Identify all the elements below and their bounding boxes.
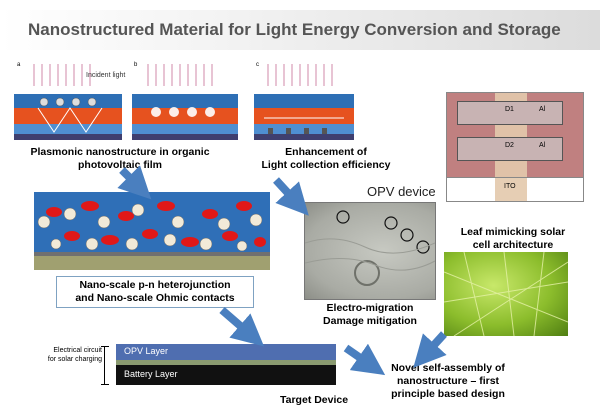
- electro-migration-line1: Electro-migration: [326, 302, 414, 314]
- nano-scale-caption-line2: and Nano-scale Ohmic contacts: [75, 292, 235, 304]
- nanostructure-film: [34, 192, 270, 270]
- leaf-caption: Leaf mimicking solar cell architecture: [438, 226, 588, 252]
- plasmonic-panel-a: [14, 62, 122, 148]
- label-al2: Al: [539, 142, 546, 149]
- label-d2: D2: [505, 142, 514, 149]
- circuit-bracket-top: [101, 346, 109, 347]
- circuit-caption-line1: Electrical circuit: [53, 347, 102, 354]
- panel-b-letter: b: [134, 62, 138, 68]
- electro-migration-caption: Electro-migration Damage mitigation: [306, 302, 434, 328]
- page-title: Nanostructured Material for Light Energy…: [28, 20, 561, 39]
- arrow-leaf-to-novel: [413, 331, 447, 368]
- leaf-image: [443, 251, 569, 337]
- battery-layer-label: Battery Layer: [124, 369, 178, 379]
- device-grid: D1 Al D2 Al ITO: [446, 92, 584, 202]
- enhancement-caption: Enhancement of Light collection efficien…: [236, 146, 416, 172]
- device-row-2: [457, 137, 563, 161]
- battery-layer: Battery Layer: [116, 365, 336, 385]
- arrow-target-to-novel: [343, 343, 386, 376]
- arrow-plasmonic-to-film: [117, 165, 152, 200]
- novel-caption: Novel self-assembly of nanostructure – f…: [378, 362, 518, 401]
- leaf-caption-line2: cell architecture: [472, 239, 554, 251]
- opv-layer: OPV Layer: [116, 344, 336, 360]
- target-device-label: Target Device: [280, 394, 349, 406]
- enhancement-caption-line1: Enhancement of: [285, 146, 367, 158]
- circuit-caption: Electrical circuit for solar charging: [2, 346, 102, 364]
- plasmonic-panel-b: [132, 62, 238, 148]
- microscope-image-features: [304, 210, 436, 286]
- panel-c-letter: c: [256, 62, 259, 68]
- label-al1: Al: [539, 106, 546, 113]
- nanostructure-film-diagram: [34, 192, 270, 270]
- arrow-enhancement-to-opv: [273, 177, 309, 216]
- incident-light-label: Incident light: [86, 72, 126, 79]
- panel-a-letter: a: [17, 62, 21, 68]
- microscope-image: [304, 202, 436, 300]
- separator-layer: [116, 360, 336, 365]
- novel-caption-line2: nanostructure – first: [396, 375, 500, 387]
- grid-divider: [447, 177, 583, 178]
- arrow-nano-to-target: [219, 306, 265, 347]
- panel-b-diagram: [132, 64, 238, 140]
- enhancement-caption-line2: Light collection efficiency: [261, 159, 391, 171]
- device-row-1: [457, 101, 563, 125]
- novel-caption-line3: principle based design: [391, 388, 505, 400]
- plasmonic-panel-c: [254, 62, 354, 148]
- panel-a-diagram: [14, 64, 122, 140]
- nano-scale-caption: Nano-scale p-n heterojunction and Nano-s…: [56, 276, 254, 308]
- leaf-caption-line1: Leaf mimicking solar: [460, 226, 566, 238]
- title-bar: [0, 10, 600, 50]
- circuit-bracket-line: [104, 346, 105, 384]
- label-d1: D1: [505, 106, 514, 113]
- electro-migration-line2: Damage mitigation: [323, 315, 417, 327]
- opv-device-label: OPV device: [367, 184, 436, 199]
- label-ito: ITO: [504, 183, 516, 190]
- nano-scale-caption-line1: Nano-scale p-n heterojunction: [79, 279, 231, 291]
- circuit-caption-line2: for solar charging: [47, 356, 102, 363]
- opv-layer-label: OPV Layer: [124, 346, 169, 356]
- panel-c-diagram: [254, 64, 354, 140]
- leaf-veins: [443, 251, 569, 337]
- circuit-bracket-bottom: [101, 384, 109, 385]
- plasmonic-caption-line1: Plasmonic nanostructure in organic: [30, 146, 210, 158]
